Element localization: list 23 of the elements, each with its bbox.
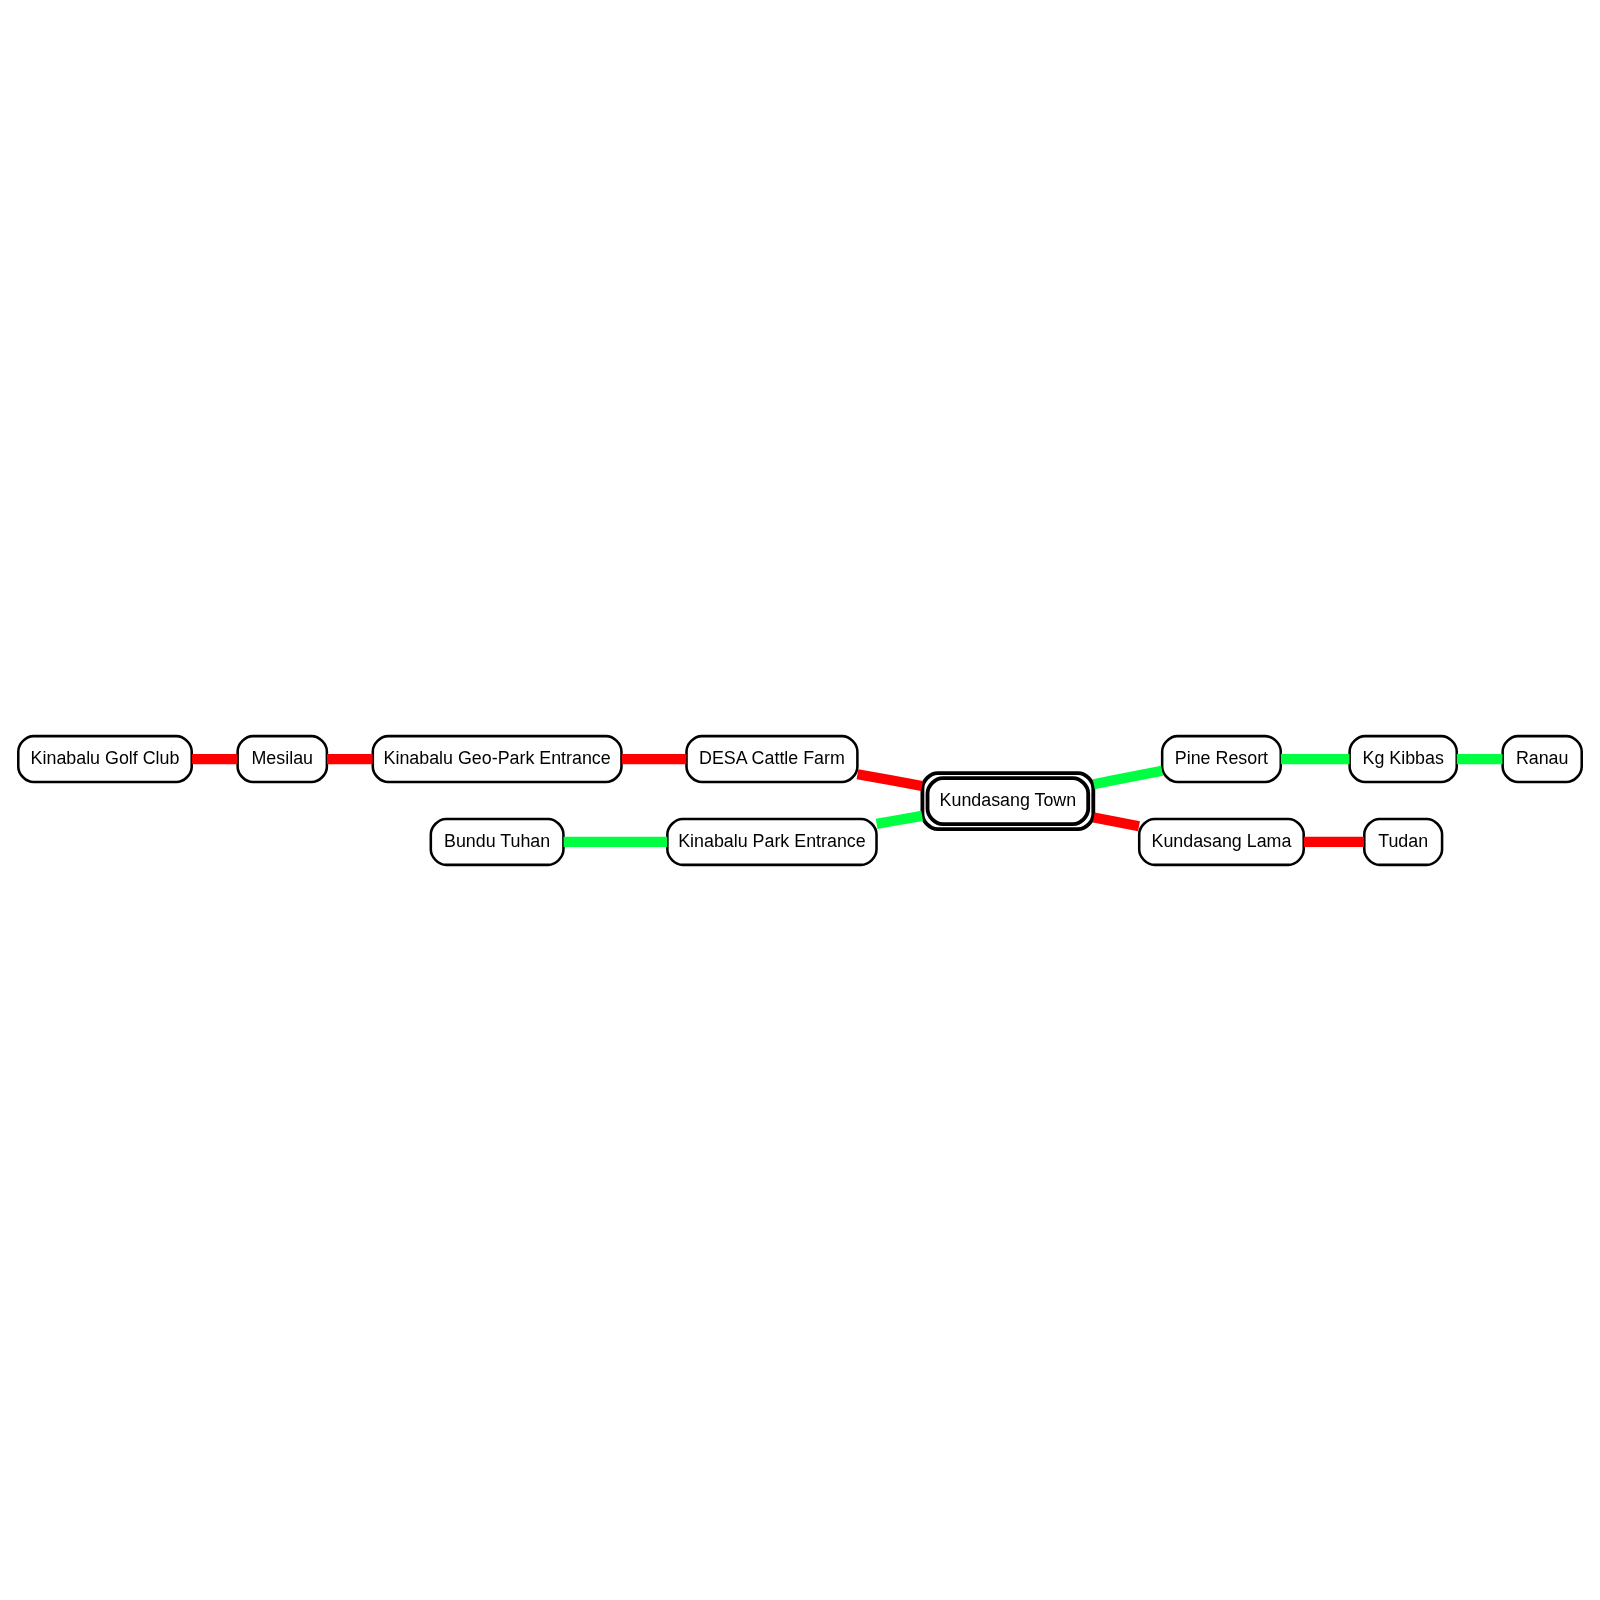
node-box: Kinabalu Park Entrance <box>666 817 878 866</box>
node-box: DESA Cattle Farm <box>685 734 859 783</box>
connector <box>875 810 924 829</box>
node-box: Kg Kibbas <box>1348 734 1458 783</box>
node-box: Tudan <box>1363 817 1444 866</box>
node-box: Kundasang Lama <box>1137 817 1305 866</box>
node-box: Mesilau <box>236 734 329 783</box>
connector <box>621 753 687 764</box>
connector <box>192 753 238 764</box>
connector <box>1092 812 1140 831</box>
connector <box>563 836 668 847</box>
node-box: Kinabalu Golf Club <box>17 734 193 783</box>
connector <box>856 768 923 791</box>
node-box: Kundasang Town <box>920 770 1096 831</box>
connector <box>1092 765 1164 789</box>
connector <box>1456 753 1503 764</box>
node-box: Bundu Tuhan <box>429 817 565 866</box>
node-box: Kinabalu Geo-Park Entrance <box>371 734 623 783</box>
node-box: Ranau <box>1501 734 1583 783</box>
node-box: Pine Resort <box>1160 734 1283 783</box>
connector <box>1303 836 1364 847</box>
connector <box>1280 753 1350 764</box>
connector <box>327 753 373 764</box>
